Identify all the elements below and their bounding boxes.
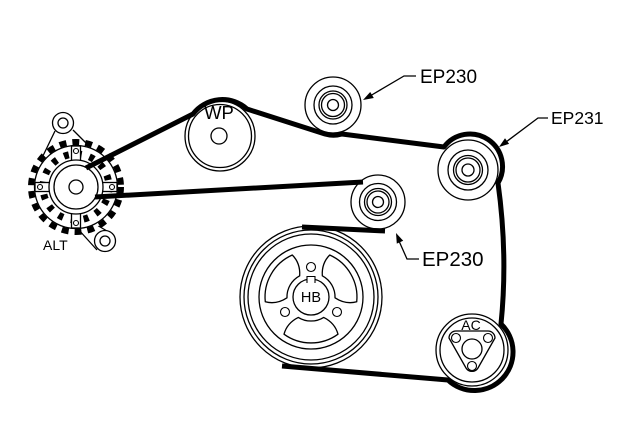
alt-shaft-hole	[68, 179, 84, 195]
idler-pulley-ep230-top	[304, 76, 362, 134]
ac-bolt-hole-left	[450, 332, 462, 344]
idler-right-hole	[461, 163, 475, 177]
drive-belt	[84, 97, 516, 394]
hb-bolt-hole-left	[279, 306, 291, 318]
idler-top-hole	[326, 98, 340, 112]
ep230-center-label: EP230	[422, 248, 484, 271]
wp-shaft-hole	[210, 127, 228, 145]
ac-mount-plate	[448, 330, 496, 372]
alt-bottom-ear-hole	[99, 235, 111, 247]
alt-top-ear-hole	[57, 117, 69, 129]
hb-bolt-hole-right	[331, 306, 343, 318]
ac-bolt-hole-bottom	[466, 360, 478, 372]
alt-pulley-groove	[53, 164, 99, 210]
hb-label: HB	[301, 290, 321, 306]
harmonic-balancer-pulley: HB	[239, 225, 383, 369]
leader-arrowhead-icon	[396, 233, 404, 244]
hb-windows	[264, 254, 358, 344]
callout-ep230-center: EP230	[396, 233, 484, 271]
leader-arrowhead-icon	[363, 92, 374, 100]
callout-ep231: EP231	[499, 108, 604, 147]
idler-pulley-ep231	[437, 139, 499, 201]
water-pump-pulley: WP	[184, 100, 256, 172]
ac-bolt-hole-right	[482, 332, 494, 344]
hb-bolt-hole-top	[305, 261, 317, 273]
alt-bottom-ear	[93, 229, 117, 253]
alternator-pulley	[28, 111, 124, 253]
hb-face	[258, 244, 364, 350]
ep230-top-label: EP230	[420, 67, 477, 88]
callout-ep230-top: EP230	[363, 67, 477, 100]
leader-arrowhead-icon	[499, 138, 510, 147]
alt-pulley-rim	[48, 159, 104, 215]
alt-top-ear	[51, 111, 75, 135]
ac-shaft-hole	[461, 338, 483, 360]
ep231-label: EP231	[551, 108, 604, 128]
ac-compressor-pulley: AC	[435, 313, 509, 387]
alt-label: ALT	[43, 237, 68, 253]
wp-label: WP	[204, 102, 234, 123]
hb-keyway-notch	[306, 275, 316, 283]
ac-label: AC	[461, 317, 480, 333]
idler-center-hole	[371, 195, 385, 209]
